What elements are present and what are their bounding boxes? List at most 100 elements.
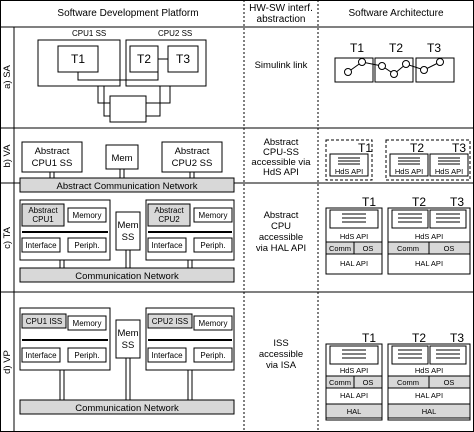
vp-cpu1-periph-box <box>67 347 107 363</box>
va-interface-line4: HdS API <box>263 167 299 178</box>
va-interface-line3: accessible via <box>251 157 311 168</box>
va-network-label: Abstract Communication Network <box>57 181 198 192</box>
vp-arch-cpu2-os-label: OS <box>444 378 455 387</box>
ta-arch-cpu2-task-b <box>429 209 467 229</box>
vp-platform: CPU1 ISS Memory Interface Periph. Mem SS… <box>19 307 235 415</box>
ta-arch-cpu2-os <box>428 241 471 255</box>
vp-interface-line3: via ISA <box>266 360 297 371</box>
vp-arch-cpu1-hal <box>325 403 383 419</box>
va-cpu1-box <box>21 141 83 173</box>
sa-arch-t2: T2 <box>389 41 403 55</box>
ta-cpu2-periph-label: Periph. <box>200 241 225 250</box>
sa-t2-label: T2 <box>137 52 151 66</box>
ta-arch-cpu1-task <box>329 209 379 229</box>
vp-cpu2-periph-box <box>193 347 233 363</box>
sa-arch-node <box>420 66 428 74</box>
va-arch-code-lines <box>338 157 460 165</box>
vp-mem-ss-box <box>115 319 141 359</box>
sa-t3-label: T3 <box>176 52 190 66</box>
vp-arch-cpu2-comm-label: Comm <box>397 378 419 387</box>
va-cpu1-line2: CPU1 SS <box>32 158 73 169</box>
sa-arch-node <box>344 68 352 76</box>
va-mem-label: Mem <box>111 153 132 164</box>
va-cpu2-box <box>161 141 223 173</box>
ta-cpu1-periph-label: Periph. <box>74 241 99 250</box>
ta-network-label: Communication Network <box>75 271 179 282</box>
vp-cpu1-iss-label: CPU1 ISS <box>26 317 62 326</box>
va-arch-t2-box <box>389 153 429 177</box>
va-cpu1-line1: Abstract <box>35 146 70 157</box>
vp-arch-cpu2-os <box>428 375 471 389</box>
va-arch-t3-box <box>429 153 469 177</box>
sa-arch-node <box>390 70 398 78</box>
va-arch-t1-box <box>329 153 369 177</box>
vp-cpu2-iss-label: CPU2 ISS <box>152 317 188 326</box>
va-cpu2-line1: Abstract <box>175 146 210 157</box>
vp-arch-cpu1-os <box>353 375 383 389</box>
ta-arch-cpu1-hal-api: HAL API <box>340 259 368 268</box>
ta-interface-line1: Abstract <box>264 210 299 221</box>
ta-cpu2-interface-box <box>147 237 187 253</box>
va-arch-t2: T2 <box>410 141 424 155</box>
ta-cpu2-line2: CPU2 <box>158 215 180 224</box>
sa-switch-box <box>109 95 147 123</box>
vp-network-bar <box>19 399 235 415</box>
vp-cpu1-memory-label: Memory <box>73 319 102 328</box>
ta-arch-t1: T1 <box>362 195 376 209</box>
ta-arch-cpu1-os <box>353 241 383 255</box>
ta-cpu1-line2: CPU1 <box>32 215 54 224</box>
ta-cpu2-memory-box <box>193 207 233 223</box>
vp-architecture: T1 T2 T3 HdS API Comm OS HAL API HAL HdS… <box>325 331 471 421</box>
ta-cpu2-memory-label: Memory <box>199 211 228 220</box>
ta-mem-ss-line2: SS <box>122 232 135 243</box>
va-arch-cpu1-dashed <box>325 139 373 181</box>
vp-interface-line1: ISS <box>273 338 288 349</box>
sa-arch-t1-box <box>334 57 374 83</box>
ta-arch-cpu1-os-label: OS <box>363 244 374 253</box>
ta-cpu1-box <box>21 203 65 227</box>
va-platform: Abstract CPU1 SS Mem Abstract CPU2 SS Ab… <box>19 141 235 193</box>
header-hw-sw-line2: abstraction <box>257 14 306 25</box>
sa-platform: CPU1 SS T1 CPU2 SS T2 T3 <box>37 29 207 123</box>
ta-arch-cpu2-task-a <box>391 209 429 229</box>
row-label-va: b) VA <box>2 144 13 168</box>
ta-arch-cpu1-comm-label: Comm <box>329 244 351 253</box>
row-label-ta: c) TA <box>2 226 13 248</box>
vp-cpu2-memory-label: Memory <box>199 319 228 328</box>
vp-arch-cpu1-task <box>329 345 379 365</box>
ta-cpu2-periph-box <box>193 237 233 253</box>
vp-arch-cpu2-task-b <box>429 345 467 365</box>
va-architecture: T1 T2 T3 HdS API HdS API HdS API <box>325 139 471 181</box>
vp-arch-cpu1-os-label: OS <box>363 378 374 387</box>
vp-arch-cpu2-task-a <box>391 345 429 365</box>
vp-network-label: Communication Network <box>75 403 179 414</box>
ta-cpu1-interface-box <box>21 237 61 253</box>
vp-arch-t3: T3 <box>450 331 464 345</box>
ta-cpu1-memory-label: Memory <box>73 211 102 220</box>
ta-interface-line4: via HAL API <box>256 243 306 254</box>
vp-mem-ss-line2: SS <box>122 340 135 351</box>
va-bus-arrows <box>49 169 195 178</box>
sa-arch-node <box>402 60 410 68</box>
va-arch-t1: T1 <box>358 141 372 155</box>
sa-arch-node <box>378 62 386 70</box>
vp-cpu1-iss-box <box>21 313 67 329</box>
header-hw-sw-line1: HW-SW interf. <box>249 3 313 14</box>
header-software-architecture: Software Architecture <box>348 8 443 19</box>
ta-arch-t2: T2 <box>412 195 426 209</box>
va-arch-t3: T3 <box>452 141 466 155</box>
va-arch-hds-api-2: HdS API <box>395 167 423 176</box>
ta-cpu1-interface-label: Interface <box>25 241 57 250</box>
va-network-bar <box>19 177 235 193</box>
sa-t1-box <box>57 45 99 73</box>
sa-arch-node <box>358 58 366 66</box>
row-label-sa: a) SA <box>2 64 13 88</box>
ta-architecture: T1 T2 T3 HdS API Comm OS HAL API HdS API… <box>325 195 471 275</box>
sa-arch-t3: T3 <box>427 41 441 55</box>
vp-arch-cpu1-hal-api: HAL API <box>340 391 368 400</box>
vp-arch-cpu2-hds-api: HdS API <box>415 366 443 375</box>
ta-cpu2-interface-label: Interface <box>151 241 183 250</box>
ta-interface-line2: CPU <box>271 221 291 232</box>
sa-link-t1-t2 <box>77 72 159 81</box>
